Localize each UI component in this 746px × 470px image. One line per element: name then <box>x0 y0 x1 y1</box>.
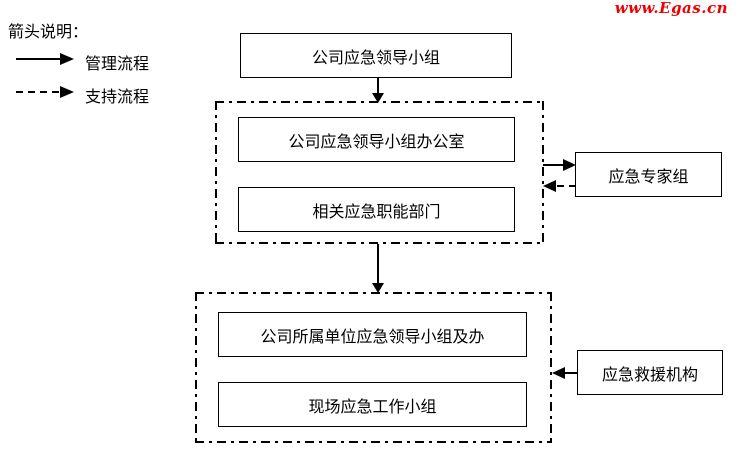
box-emergency-expert-group[interactable]: 应急专家组 <box>575 152 722 197</box>
connector-top-to-company <box>372 78 384 103</box>
box-label: 相关应急职能部门 <box>312 203 441 221</box>
box-label: 应急救援机构 <box>601 366 698 384</box>
legend-label-support: 支持流程 <box>85 89 150 106</box>
box-onsite-emergency-work-group[interactable]: 现场应急工作小组 <box>218 382 527 427</box>
box-company-emergency-office[interactable]: 公司应急领导小组办公室 <box>238 117 515 162</box>
box-related-emergency-departments[interactable]: 相关应急职能部门 <box>238 187 515 232</box>
connector-expert-to-company <box>543 180 576 192</box>
box-emergency-rescue-agency[interactable]: 应急救援机构 <box>577 350 723 395</box>
box-label: 公司所属单位应急领导小组及办 <box>260 328 485 346</box>
connector-rescue-to-unit <box>552 367 578 379</box>
box-label: 应急专家组 <box>608 168 689 186</box>
box-company-emergency-leading-group[interactable]: 公司应急领导小组 <box>240 33 512 78</box>
dashed-arrow-icon <box>16 86 74 98</box>
site-watermark: www.Egas.cn <box>614 0 728 17</box>
box-label: 公司应急领导小组办公室 <box>288 133 465 151</box>
legend-title: 箭头说明： <box>8 24 89 41</box>
solid-arrow-icon <box>16 53 74 65</box>
box-subordinate-unit-leading-group[interactable]: 公司所属单位应急领导小组及办 <box>218 312 527 357</box>
legend-label-management: 管理流程 <box>85 56 150 73</box>
box-label: 公司应急领导小组 <box>311 49 440 67</box>
connector-company-to-unit <box>372 244 384 293</box>
connector-company-to-expert <box>543 159 576 171</box>
box-label: 现场应急工作小组 <box>308 398 437 416</box>
